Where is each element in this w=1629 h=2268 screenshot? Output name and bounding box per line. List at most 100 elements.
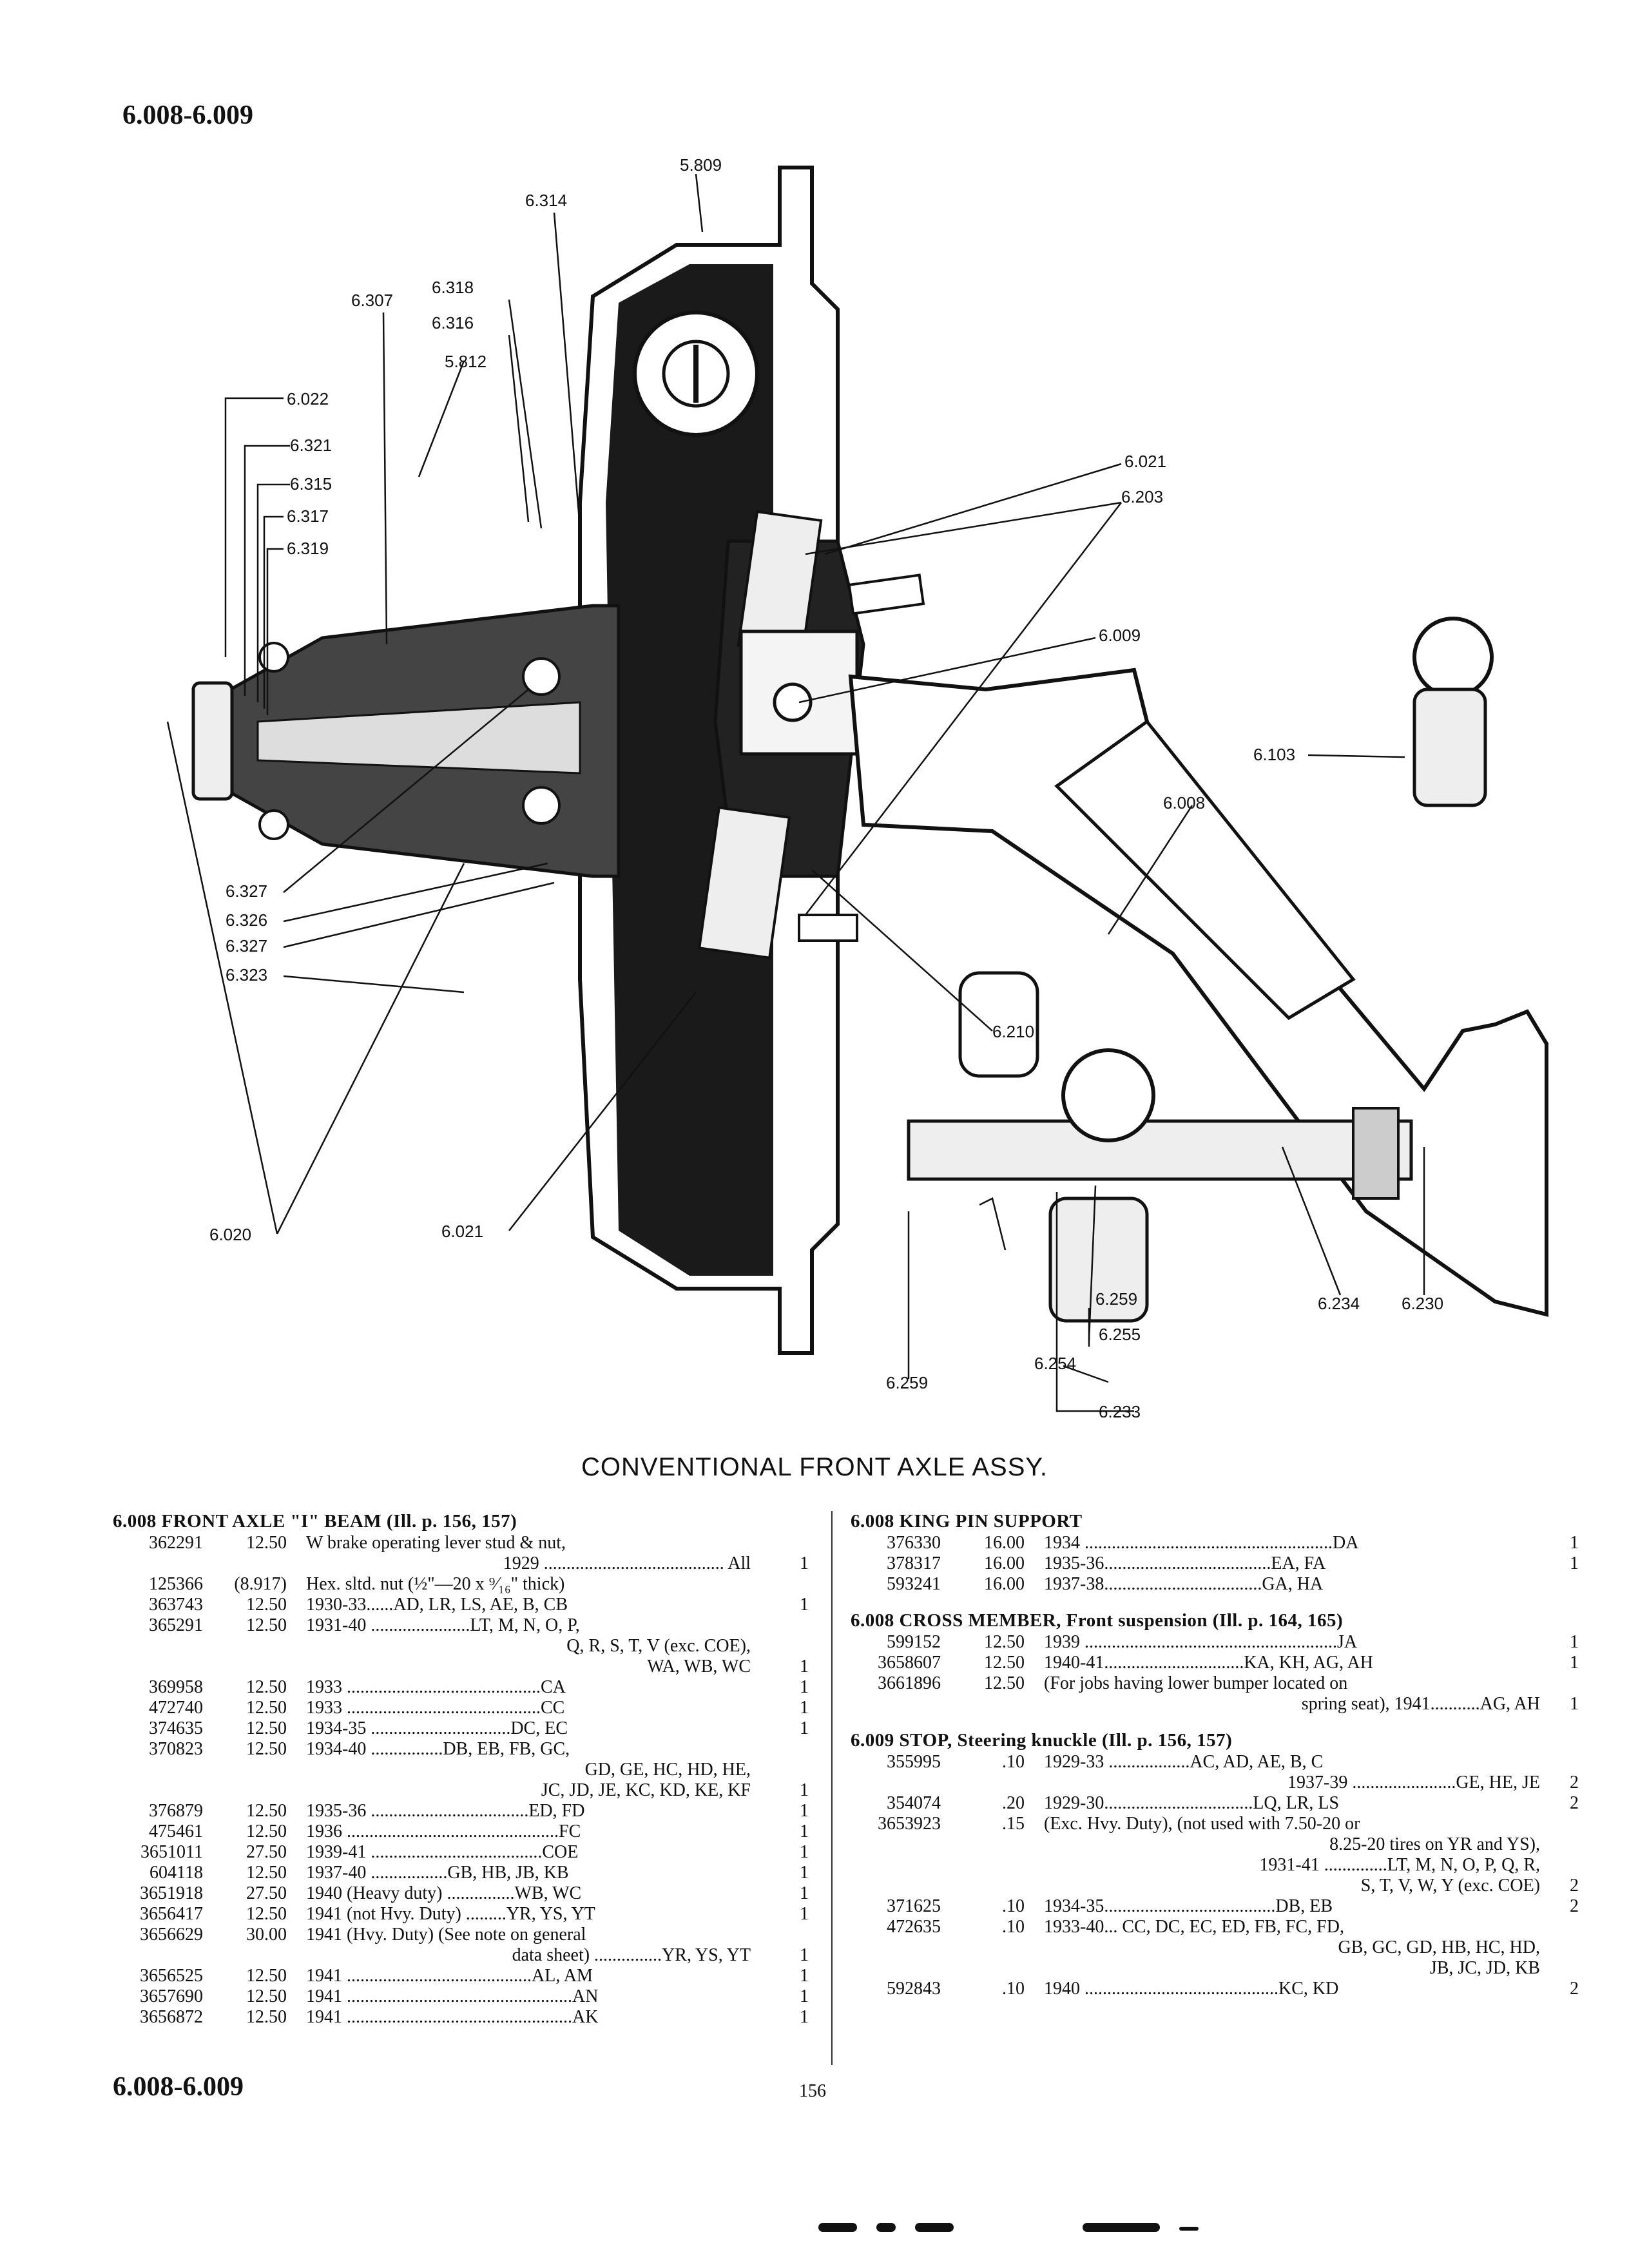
description: 1941 (not Hvy. Duty) .........YR, YS, YT xyxy=(306,1904,595,1924)
parts-row: 8.25-20 tires on YR and YS), xyxy=(851,1834,1579,1855)
list-price: 16.00 xyxy=(984,1533,1025,1553)
description: 1941 ...................................… xyxy=(306,2007,599,2027)
model-codes: GD, GE, HC, HD, HE, xyxy=(584,1760,751,1780)
part-number: 3656417 xyxy=(140,1904,203,1924)
description: 1937-38.................................… xyxy=(1044,1574,1324,1594)
model-codes: 1937-39 .......................GE, HE, J… xyxy=(1287,1773,1540,1792)
quantity: 2 xyxy=(1570,1793,1579,1813)
quantity: 1 xyxy=(800,1677,809,1697)
quantity: 1 xyxy=(800,1595,809,1615)
section-title: 6.009 STOP, Steering knuckle (Ill. p. 15… xyxy=(851,1730,1233,1751)
quantity: 1 xyxy=(800,1904,809,1924)
list-price: .10 xyxy=(1002,1979,1025,1999)
description: 1930-33......AD, LR, LS, AE, B, CB xyxy=(306,1595,568,1615)
list-price: 12.50 xyxy=(246,1986,287,2006)
model-codes: 8.25-20 tires on YR and YS), xyxy=(1329,1834,1540,1854)
description: 1933 ...................................… xyxy=(306,1698,565,1718)
section-title: 6.008 KING PIN SUPPORT xyxy=(851,1511,1083,1532)
parts-row: 1931-41 ..............LT, M, N, O, P, Q,… xyxy=(851,1855,1579,1876)
description: 1936 ...................................… xyxy=(306,1821,581,1841)
callout-label: 6.317 xyxy=(287,506,329,526)
quantity: 1 xyxy=(800,2007,809,2027)
description: 1934 ...................................… xyxy=(1044,1533,1359,1553)
list-price: 27.50 xyxy=(246,1842,287,1862)
parts-section: 6.009 STOP, Steering knuckle (Ill. p. 15… xyxy=(851,1730,1579,1999)
list-price: 12.50 xyxy=(984,1673,1025,1693)
callout-label: 6.321 xyxy=(290,436,332,455)
callout-label: 6.008 xyxy=(1163,793,1205,812)
description: 1941 ...................................… xyxy=(306,1986,599,2006)
callout-label: 6.021 xyxy=(1124,452,1166,471)
callout-label: 6.230 xyxy=(1402,1294,1443,1313)
description: 1929-30.................................… xyxy=(1044,1793,1340,1813)
callout-label: 6.314 xyxy=(525,191,567,210)
quantity: 1 xyxy=(800,1986,809,2006)
part-number: 370823 xyxy=(149,1739,203,1759)
model-codes: Q, R, S, T, V (exc. COE), xyxy=(566,1636,751,1656)
callout-label: 5.812 xyxy=(445,352,487,371)
list-price: 12.50 xyxy=(246,1821,287,1841)
list-price: 12.50 xyxy=(246,2007,287,2027)
description: Hex. sltd. nut (½"—20 x ⁹⁄₁₆" thick) xyxy=(306,1574,565,1594)
list-price: (8.917) xyxy=(234,1574,287,1594)
quantity: 1 xyxy=(800,1966,809,1986)
parts-row: 1937-39 .......................GE, HE, J… xyxy=(851,1773,1579,1793)
list-price: 12.50 xyxy=(246,1801,287,1821)
callout-label: 6.259 xyxy=(886,1373,928,1392)
part-number: 3658607 xyxy=(878,1653,941,1673)
parts-row: 1929 ...................................… xyxy=(113,1553,822,1574)
scan-artifact xyxy=(1179,2227,1199,2231)
parts-row: S, T, V, W, Y (exc. COE)2 xyxy=(851,1876,1579,1896)
quantity: 1 xyxy=(800,1945,809,1965)
part-number: 369958 xyxy=(149,1677,203,1697)
callout-label: 6.327 xyxy=(226,881,267,901)
parts-row: 3656525 12.50 1941 .......................… xyxy=(113,1966,822,1986)
scan-artifact xyxy=(1083,2223,1160,2232)
description: (Exc. Hvy. Duty), (not used with 7.50-20… xyxy=(1044,1814,1360,1834)
parts-row: 370823 12.50 1934-40 ................DB, E… xyxy=(113,1739,822,1760)
callout-label: 6.254 xyxy=(1034,1354,1076,1373)
page-header-bottom: 6.008-6.009 xyxy=(113,2072,244,2102)
quantity: 1 xyxy=(800,1821,809,1841)
part-number: 3653923 xyxy=(878,1814,941,1834)
quantity: 1 xyxy=(1570,1653,1579,1673)
page-number: 156 xyxy=(799,2081,826,2101)
list-price: .15 xyxy=(1002,1814,1025,1834)
callout-label: 6.319 xyxy=(287,539,329,558)
list-price: 12.50 xyxy=(246,1533,287,1553)
page-header-top: 6.008-6.009 xyxy=(122,101,253,130)
list-price: 12.50 xyxy=(246,1739,287,1759)
description: 1937-40 .................GB, HB, JB, KB xyxy=(306,1863,569,1883)
description: 1940-41...............................KA… xyxy=(1044,1653,1373,1673)
description: 1934-35 ...............................D… xyxy=(306,1718,568,1738)
list-price: 12.50 xyxy=(246,1966,287,1986)
description: 1931-40 ......................LT, M, N, … xyxy=(306,1615,580,1635)
list-price: .10 xyxy=(1002,1752,1025,1772)
list-price: .20 xyxy=(1002,1793,1025,1813)
description: 1935-36 ................................… xyxy=(306,1801,585,1821)
description: 1941 ...................................… xyxy=(306,1966,593,1986)
part-number: 125366 xyxy=(149,1574,203,1594)
description: 1934-40 ................DB, EB, FB, GC, xyxy=(306,1739,570,1759)
description: 1940 ...................................… xyxy=(1044,1979,1339,1999)
parts-row: GB, GC, GD, HB, HC, HD, xyxy=(851,1937,1579,1958)
part-number: 374635 xyxy=(149,1718,203,1738)
part-number: 593241 xyxy=(887,1574,941,1594)
part-number: 3656525 xyxy=(140,1966,203,1986)
list-price: 30.00 xyxy=(246,1925,287,1945)
part-number: 378317 xyxy=(887,1553,941,1573)
part-number: 3656872 xyxy=(140,2007,203,2027)
